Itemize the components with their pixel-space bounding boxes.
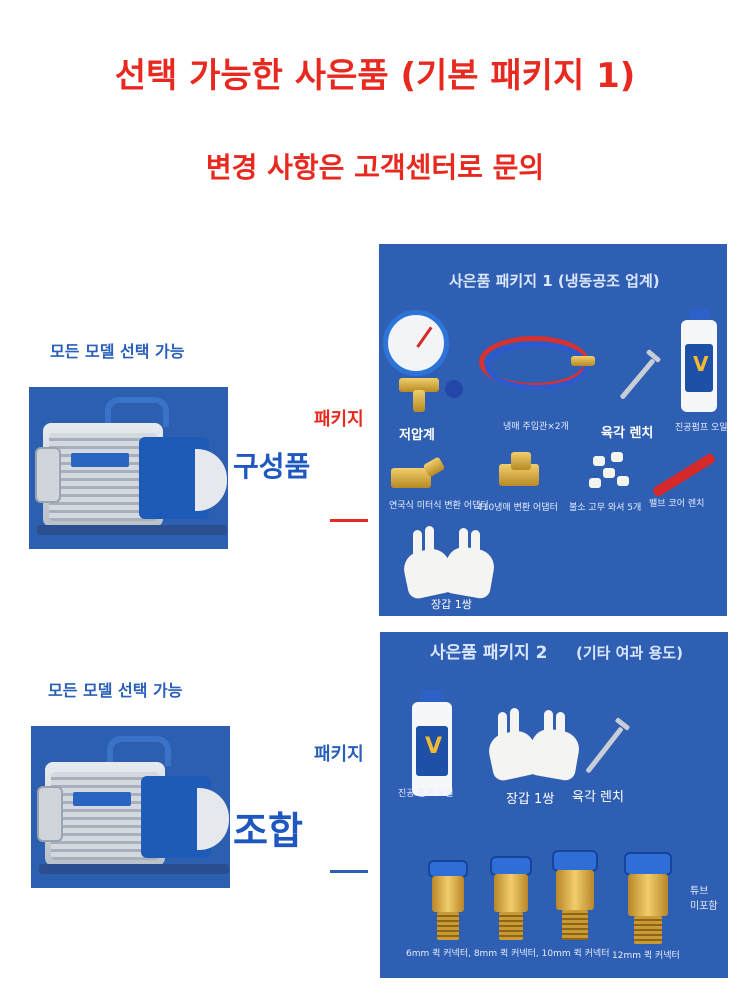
gloves-caption-1: 장갑 1쌍 — [431, 598, 472, 611]
page-subtitle: 변경 사항은 고객센터로 문의 — [205, 151, 545, 184]
package-2-title: 사은품 패키지 2 — [430, 643, 548, 663]
package-tag-1: 패키지 — [314, 409, 364, 430]
wrench-caption-2: 육각 렌치 — [572, 790, 624, 805]
package-2-panel: 사은품 패키지 2 (기타 여과 용도) V 진공 펌프 오일 장갑 1쌍 육각… — [380, 632, 728, 978]
hoses-caption: 냉매 주입관×2개 — [503, 422, 569, 432]
tube-not-included: 튜브 미포함 — [690, 886, 718, 912]
pump-photo-1 — [29, 387, 228, 549]
components-label: 구성품 — [233, 450, 311, 483]
oil-bottle: V — [679, 308, 719, 418]
hex-wrench-icon — [619, 358, 656, 400]
gloves-caption-2: 장갑 1쌍 — [506, 792, 555, 807]
package-2-subtitle: (기타 여과 용도) — [576, 644, 683, 662]
rubber-washers — [589, 452, 639, 492]
pump-photo-2 — [31, 726, 230, 888]
adapter-2-caption: 410냉매 변환 어댑터 — [477, 503, 558, 513]
gauge-icon — [383, 310, 449, 376]
package-tag-2: 패키지 — [314, 744, 364, 765]
package-1-panel: 사은품 패키지 1 (냉동공조 업계) 저압계 냉매 주입관×2개 육각 렌치 … — [379, 244, 727, 616]
low-pressure-gauge — [383, 310, 463, 412]
all-models-note-1: 모든 모델 선택 가능 — [50, 342, 185, 361]
adapter-1-caption: 연국식 미터식 변환 어댑터 — [389, 501, 489, 511]
valve-tool-caption: 밸브 코어 렌치 — [649, 499, 705, 509]
couplers-caption: 6mm 퀵 커넥터, 8mm 퀵 커넥터, 10mm 퀵 커넥터 — [406, 949, 610, 959]
dash-red — [330, 519, 368, 522]
valve-core-tool-icon — [651, 452, 717, 498]
hex-wrench-icon-2 — [585, 726, 624, 774]
page-title: 선택 가능한 사은품 (기본 패키지 1) — [114, 56, 636, 96]
oil-bottle-2: V — [410, 690, 454, 800]
package-1-title: 사은품 패키지 1 (냉동공조 업계) — [449, 272, 660, 290]
gloves — [400, 526, 505, 602]
combination-label: 조합 — [233, 809, 303, 853]
wrench-caption: 육각 렌치 — [601, 426, 654, 441]
oil-caption-2: 진공 펌프 오일 — [398, 789, 454, 799]
gauge-caption: 저압계 — [399, 428, 435, 443]
charging-hoses — [479, 336, 597, 396]
gloves-2 — [485, 708, 590, 784]
coupler-12mm-caption: 12mm 퀵 커넥터 — [612, 951, 680, 961]
dash-blue — [330, 870, 368, 873]
washers-caption: 불소 고무 와셔 5개 — [569, 503, 642, 513]
oil-caption: 진공펌프 오일 — [675, 423, 727, 433]
all-models-note-2: 모든 모델 선택 가능 — [48, 681, 183, 700]
